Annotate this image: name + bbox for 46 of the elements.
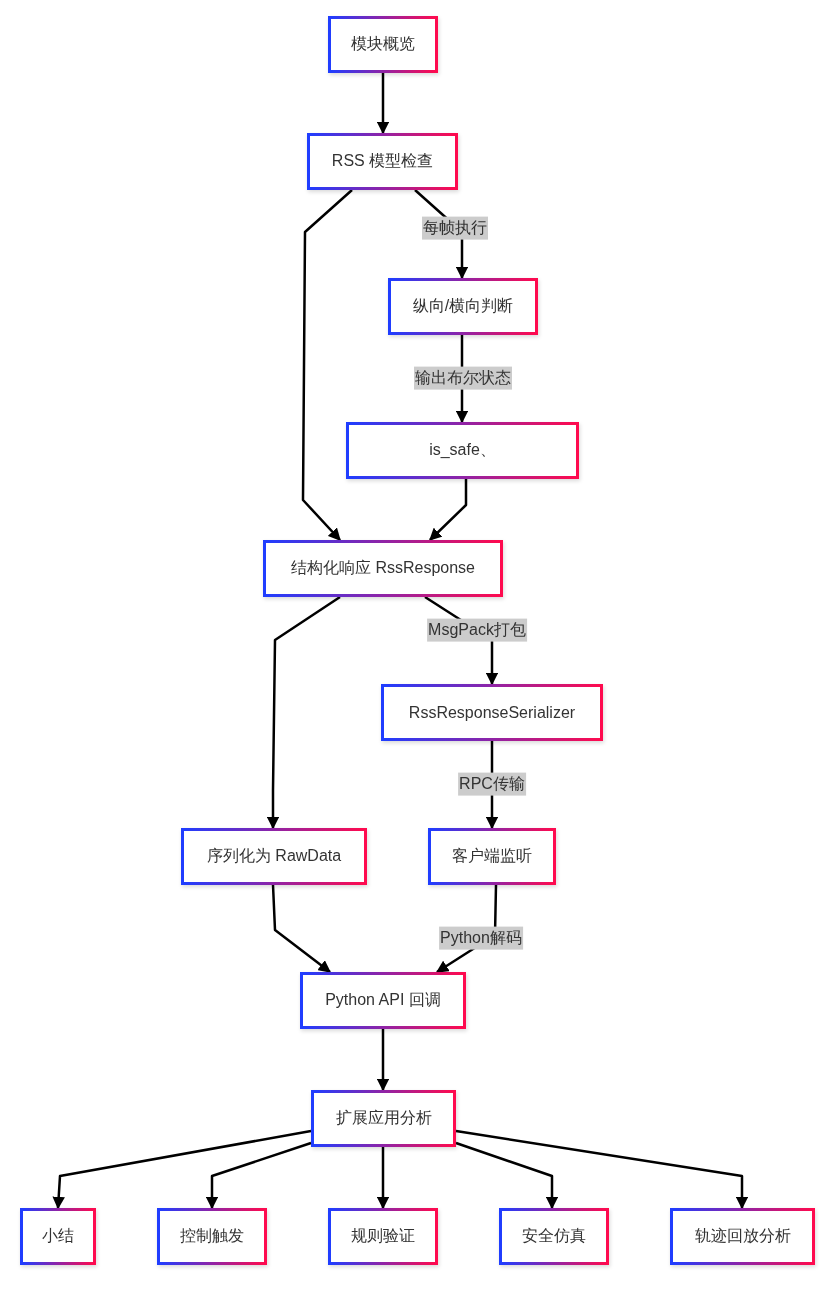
edge-label: RPC传输 (458, 772, 526, 796)
node-label: RssResponseSerializer (408, 703, 576, 722)
node-label: 小结 (42, 1226, 74, 1246)
edge-label: 输出布尔状态 (414, 366, 512, 390)
process-box (328, 16, 438, 73)
arrow (205, 1141, 312, 1210)
arrow (301, 189, 353, 541)
process-box (311, 1090, 456, 1147)
process-box (670, 1208, 815, 1265)
process-box (307, 133, 458, 190)
arrow (376, 1029, 390, 1092)
process-box (388, 278, 538, 335)
arrow (429, 479, 468, 541)
arrow (376, 1147, 390, 1210)
arrow (455, 1141, 559, 1210)
process-box (300, 972, 466, 1029)
process-box (181, 828, 367, 885)
process-box (157, 1208, 267, 1265)
node-label: 扩展应用分析 (335, 1108, 432, 1128)
arrow (455, 1129, 749, 1210)
node-label: 安全仿真 (522, 1226, 586, 1246)
node-label: RSS 模型检查 (331, 151, 434, 171)
node-label: is_safe、 (429, 440, 496, 460)
arrow (271, 884, 331, 973)
node-label: 纵向/横向判断 (412, 296, 514, 316)
arrow (52, 1129, 312, 1210)
edge-label: MsgPack打包 (427, 618, 527, 642)
arrow (266, 595, 341, 830)
process-box (346, 422, 579, 479)
node-label: 结构化响应 RssResponse (290, 558, 475, 578)
node-label: 规则验证 (351, 1226, 415, 1246)
node-label: 客户端监听 (452, 846, 532, 866)
process-box (428, 828, 556, 885)
process-box (381, 684, 603, 741)
process-box (20, 1208, 96, 1265)
edge-label: Python解码 (439, 926, 523, 950)
node-label: 模块概览 (351, 34, 415, 54)
process-box (328, 1208, 438, 1265)
edge-label: 每帧执行 (422, 216, 488, 240)
process-box (263, 540, 503, 597)
node-label: Python API 回调 (325, 990, 441, 1010)
arrow (376, 73, 390, 135)
node-label: 轨迹回放分析 (694, 1226, 791, 1246)
process-box (499, 1208, 609, 1265)
node-label: 序列化为 RawData (206, 846, 342, 866)
node-label: 控制触发 (180, 1226, 244, 1246)
